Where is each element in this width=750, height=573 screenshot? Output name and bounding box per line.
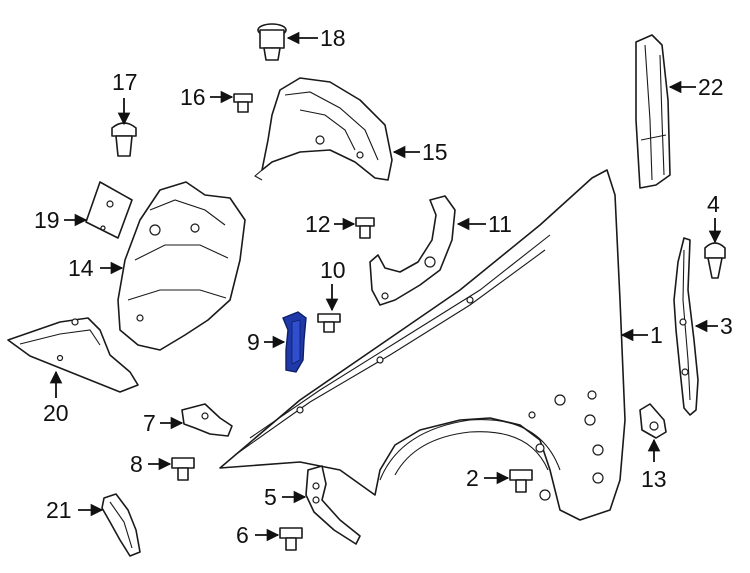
callout-18: 18: [320, 25, 346, 51]
callout-20: 20: [43, 400, 69, 426]
bolt-12-part[interactable]: [355, 217, 375, 239]
highlighted-bracket-9-part[interactable]: [282, 311, 307, 373]
callout-1: 1: [650, 322, 663, 348]
front-fender-part[interactable]: [219, 169, 626, 521]
callout-11: 11: [488, 211, 512, 237]
mounting-bracket-11-part[interactable]: [369, 195, 456, 306]
callout-17: 17: [112, 69, 138, 95]
callout-6: 6: [236, 522, 249, 548]
strut-bracket-5-part[interactable]: [305, 465, 361, 545]
grommet-18-part[interactable]: [257, 23, 287, 61]
wheel-arch-liner-15-part[interactable]: [254, 77, 393, 181]
callout-16: 16: [180, 84, 206, 110]
wheel-arch-liner-14-part[interactable]: [117, 181, 246, 351]
push-clip-4-part[interactable]: [704, 242, 726, 279]
callout-14: 14: [68, 255, 94, 281]
seal-strip-part[interactable]: [673, 237, 699, 416]
bracket-21-part[interactable]: [101, 493, 141, 557]
push-clip-17-part[interactable]: [111, 122, 137, 157]
bracket-13-part[interactable]: [639, 403, 667, 439]
a-pillar-trim-part[interactable]: [635, 34, 671, 189]
callout-2: 2: [466, 465, 479, 491]
callout-13: 13: [641, 466, 667, 492]
callout-9: 9: [247, 329, 260, 355]
bolt-6-part[interactable]: [279, 527, 303, 551]
cover-plate-19-part[interactable]: [85, 181, 133, 239]
callout-12: 12: [305, 211, 331, 237]
callout-4: 4: [707, 191, 720, 217]
callout-19: 19: [34, 207, 60, 233]
leader-lines: [49, 31, 722, 542]
lower-shield-20-part[interactable]: [7, 317, 139, 393]
bolt-8-part[interactable]: [171, 457, 195, 481]
callout-15: 15: [422, 139, 448, 165]
callout-5: 5: [264, 484, 277, 510]
bolt-10-part[interactable]: [317, 313, 341, 333]
callout-3: 3: [720, 313, 733, 339]
screw-16-part[interactable]: [233, 93, 253, 113]
callout-labels: 1 2 3 4 5 6 7 8 9 10 11 12 13 14 15 16 1…: [34, 25, 733, 548]
callout-8: 8: [130, 451, 143, 477]
bracket-7-part[interactable]: [181, 403, 233, 437]
bolt-2-part[interactable]: [509, 469, 533, 493]
callout-21: 21: [46, 497, 72, 523]
callout-7: 7: [143, 410, 156, 436]
callout-10: 10: [320, 257, 346, 283]
callout-22: 22: [698, 74, 724, 100]
